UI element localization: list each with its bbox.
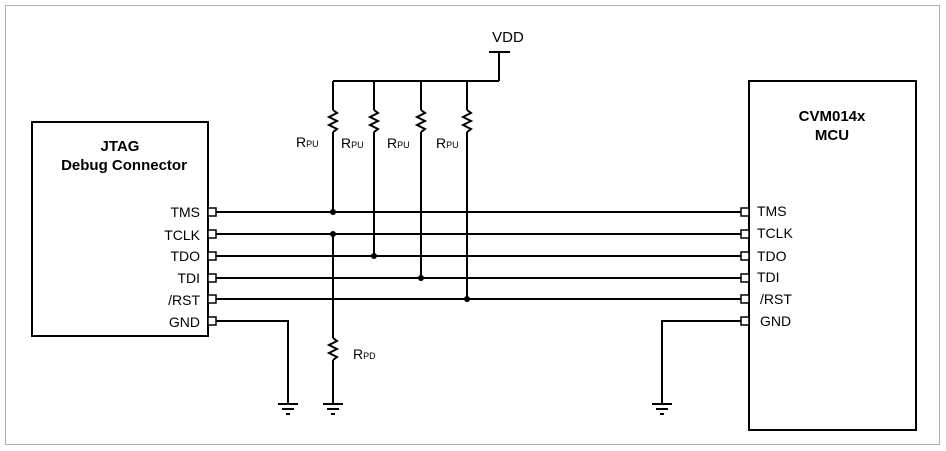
mcu-title-line2: MCU [815, 127, 849, 144]
jtag-pin-marker [207, 273, 217, 283]
mcu-pin-tms: TMS [757, 203, 787, 219]
ground-icon-jtag [278, 403, 298, 415]
mcu-pin-marker [740, 207, 750, 217]
mcu-pin-marker [740, 251, 750, 261]
pullup-resistors [326, 81, 474, 299]
mcu-pin-marker [740, 316, 750, 326]
ground-symbols [278, 403, 672, 415]
signal-wires [216, 211, 741, 403]
jtag-title-line1: JTAG [101, 138, 140, 155]
r3-zigzag [414, 109, 428, 133]
mcu-pin-markers [740, 207, 750, 326]
mcu-pin-marker [740, 229, 750, 239]
ground-icon-pulldown [323, 403, 343, 415]
wire-mcu-gnd [661, 320, 741, 403]
diagram-border [5, 5, 940, 445]
junction-dot [418, 275, 424, 281]
junction-dots [330, 209, 470, 302]
jtag-pin-tclk: TCLK [164, 227, 200, 243]
junction-dot [330, 209, 336, 215]
rpu-label-2: RPU [341, 135, 364, 151]
jtag-pin-marker [207, 316, 217, 326]
mcu-pin-tdi: TDI [757, 269, 780, 285]
wire-jtag-gnd [216, 320, 289, 403]
r4-zigzag [460, 109, 474, 133]
jtag-pin-tdi: TDI [177, 270, 200, 286]
mcu-pin-tclk: TCLK [757, 225, 793, 241]
junction-dot [371, 253, 377, 259]
jtag-connector-box [31, 121, 209, 337]
mcu-pin-tdo: TDO [757, 248, 787, 264]
ground-icon-mcu [652, 403, 672, 415]
jtag-pin-marker [207, 207, 217, 217]
jtag-pin-marker [207, 251, 217, 261]
vdd-rail [333, 51, 510, 82]
rpd-zigzag [326, 337, 340, 361]
junction-dot [330, 231, 336, 237]
jtag-title-line2: Debug Connector [61, 157, 187, 174]
jtag-pin-markers [207, 207, 217, 326]
vdd-label: VDD [492, 29, 524, 46]
jtag-pin-tms: TMS [170, 204, 200, 220]
rpu-label-3: RPU [387, 135, 410, 151]
pulldown-resistor [326, 234, 340, 403]
junction-dot [464, 296, 470, 302]
jtag-pin-rst: /RST [168, 292, 200, 308]
mcu-pin-gnd: GND [760, 313, 791, 329]
jtag-pin-marker [207, 294, 217, 304]
jtag-pin-gnd: GND [169, 314, 200, 330]
rpd-label: RPD [353, 346, 376, 362]
mcu-pin-rst: /RST [760, 291, 792, 307]
mcu-pin-marker [740, 294, 750, 304]
r1-zigzag [326, 109, 340, 133]
jtag-pin-marker [207, 229, 217, 239]
rpu-label-1: RPU [296, 134, 319, 150]
jtag-pin-tdo: TDO [170, 248, 200, 264]
mcu-pin-marker [740, 273, 750, 283]
mcu-title-line1: CVM014x [799, 108, 866, 125]
rpu-label-4: RPU [436, 135, 459, 151]
r2-zigzag [367, 109, 381, 133]
